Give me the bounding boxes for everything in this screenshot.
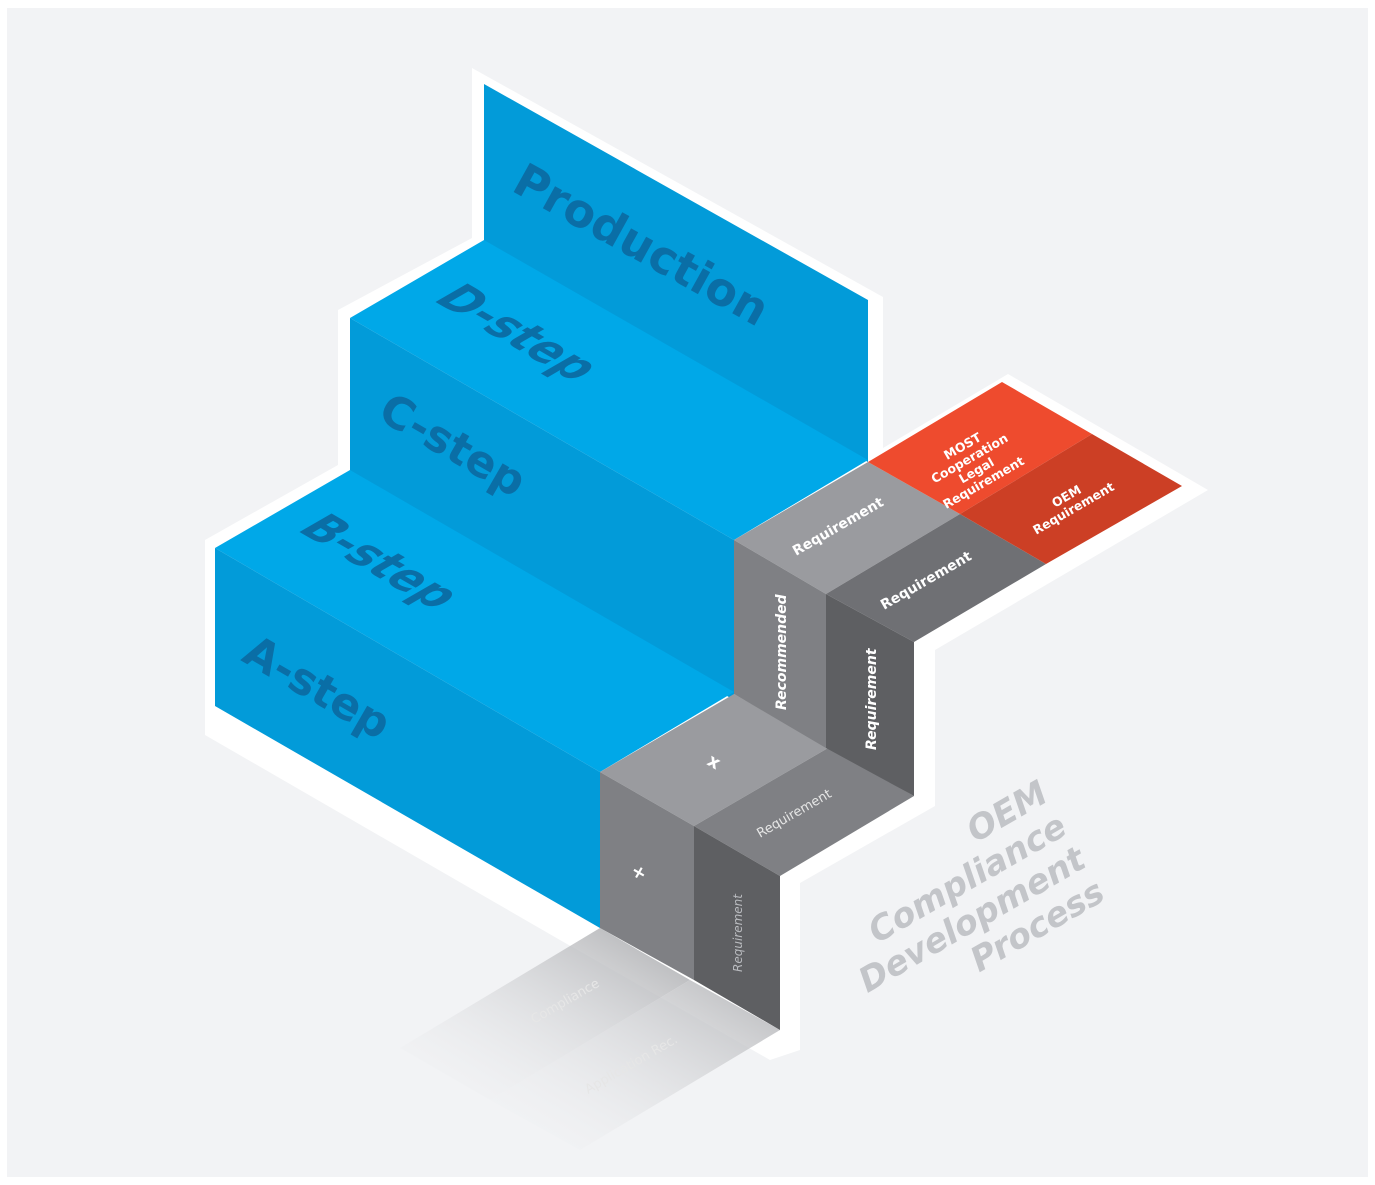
diagram-canvas: Production D-step C-step B-step A-step +… (7, 8, 1368, 1177)
a-step-front (215, 548, 600, 928)
ramp-application (490, 980, 780, 1150)
requirement-vertical-front (826, 594, 914, 796)
c-step-front (350, 318, 734, 700)
recommended-front (734, 540, 826, 748)
requirement-low-front (694, 826, 780, 1030)
requirement-vertical-label: Requirement (864, 647, 880, 750)
requirement-lower-top (826, 514, 1046, 642)
requirement-mid-top (694, 748, 914, 876)
ramp-compliance (400, 928, 690, 1100)
x-block-top (600, 694, 828, 826)
most-requirement-block (868, 382, 1092, 514)
requirement-low-vertical-label: Requirement (731, 893, 745, 972)
requirement-upper-top (734, 462, 960, 594)
production-front (484, 84, 868, 462)
b-step-top (215, 470, 734, 772)
oem-requirement-block (960, 434, 1182, 564)
plus-block-front (600, 772, 694, 980)
recommended-label: Recommended (774, 593, 790, 710)
d-step-top (350, 240, 868, 540)
